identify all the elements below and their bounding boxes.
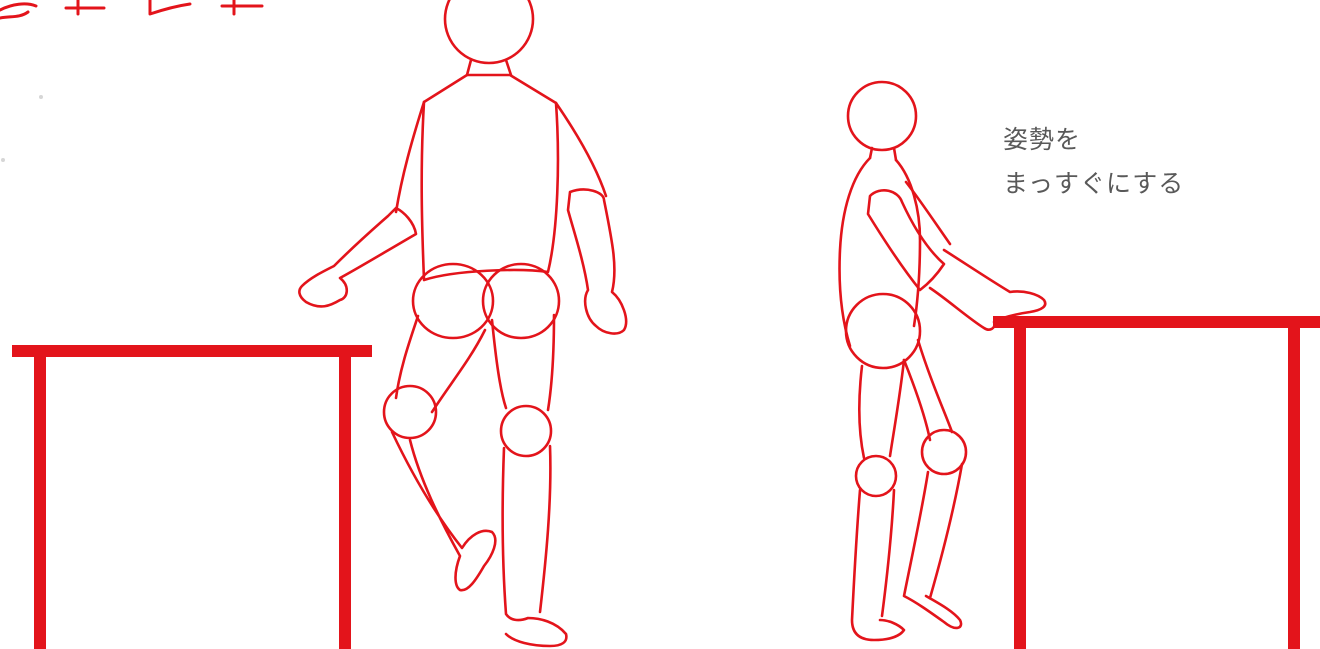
- front-figure-right-arm: [568, 190, 626, 334]
- left-desk: [12, 351, 372, 649]
- posture-caption: 姿勢を まっすぐにする: [1003, 118, 1184, 206]
- front-figure-right-hip: [483, 264, 559, 338]
- front-figure-left-arm: [299, 208, 416, 306]
- side-figure-hip: [846, 294, 920, 368]
- side-figure-front-thigh: [859, 360, 904, 458]
- caption-line-2: まっすぐにする: [1003, 162, 1184, 206]
- scan-specks: [1, 95, 43, 162]
- front-figure-head: [445, 0, 533, 63]
- front-figure-left-shin: [392, 432, 495, 590]
- front-figure-right-knee: [501, 406, 551, 456]
- front-figure-left-shoulder: [396, 102, 424, 212]
- side-figure-back-shin: [904, 464, 962, 628]
- side-figure-upper-arm: [868, 190, 944, 290]
- cropped-heading-glyphs: [0, 0, 262, 18]
- caption-line-1: 姿勢を: [1003, 118, 1184, 162]
- front-figure-right-shoulder: [556, 103, 606, 196]
- front-figure-right-shin: [503, 446, 567, 646]
- front-figure-torso: [422, 75, 558, 280]
- front-figure-left-knee: [384, 386, 436, 438]
- front-figure-left-thigh: [396, 316, 485, 412]
- right-desk: [993, 322, 1320, 649]
- side-figure-front-shin: [852, 490, 904, 640]
- side-figure-head: [848, 82, 916, 150]
- side-figure-back-forearm: [906, 182, 950, 244]
- side-figure-back-knee: [922, 430, 966, 474]
- side-figure-front-knee: [856, 456, 896, 496]
